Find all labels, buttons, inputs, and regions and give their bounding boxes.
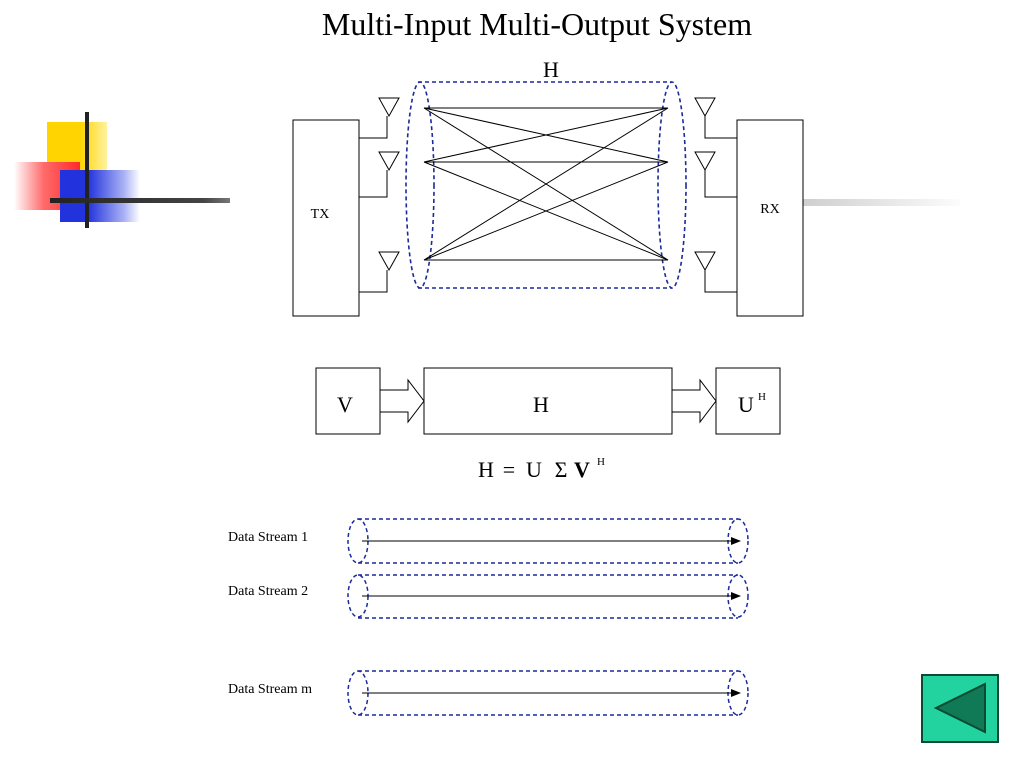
vertical-bar [85, 112, 89, 228]
u-block-superscript: H [758, 391, 766, 403]
data-stream-label: Data Stream 1 [228, 530, 308, 545]
channel-paths [423, 107, 669, 261]
tx-box [292, 119, 360, 317]
tx-label: TX [311, 207, 330, 222]
rx-box [736, 119, 804, 317]
triangle-left-icon [933, 682, 986, 734]
rx-antennas [694, 97, 737, 293]
equation-superscript: H [597, 456, 605, 468]
equation-sigma: Σ [555, 457, 568, 482]
u-block-label: U [738, 392, 754, 417]
blue-square [60, 170, 140, 222]
equation-lhs: H [478, 457, 494, 482]
arrow-h-to-u [671, 378, 717, 424]
previous-slide-button[interactable] [921, 674, 999, 743]
horizontal-bar [50, 198, 230, 203]
data-stream-m: Data Stream m [228, 670, 749, 716]
data-stream-2: Data Stream 2 [228, 574, 749, 619]
h-block-label: H [533, 392, 549, 417]
corner-decoration [0, 100, 240, 240]
v-block-label: V [337, 392, 353, 417]
equation-u: U [526, 457, 542, 482]
mimo-channel-diagram: H TX RX [292, 57, 804, 317]
u-block [715, 367, 781, 435]
equation-equals: = [503, 457, 515, 482]
h-block [423, 367, 673, 435]
svd-equation: H = U Σ V H [478, 456, 605, 482]
tx-antennas [359, 97, 400, 293]
rx-label: RX [760, 202, 779, 217]
channel-label: H [543, 57, 559, 82]
data-stream-label: Data Stream m [228, 682, 312, 697]
svd-block-diagram: V H U H [315, 367, 781, 435]
equation-v: V [574, 457, 590, 482]
v-block [315, 367, 381, 435]
fade-line [800, 199, 960, 206]
arrow-v-to-h [379, 378, 425, 424]
data-stream-label: Data Stream 2 [228, 584, 308, 599]
slide-title: Multi-Input Multi-Output System [321, 6, 753, 42]
data-stream-1: Data Stream 1 [228, 518, 749, 564]
tx-ellipse [405, 81, 435, 289]
rx-ellipse [657, 81, 687, 289]
